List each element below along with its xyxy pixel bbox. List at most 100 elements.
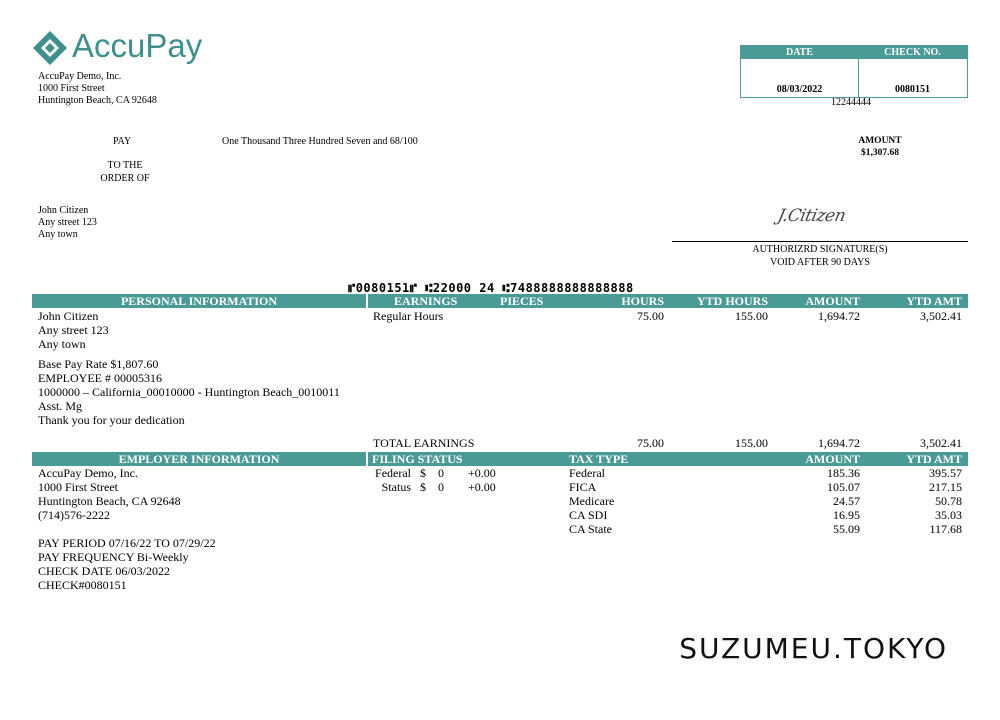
earnings-header: EARNINGS PIECES HOURS YTD HOURS AMOUNT Y… <box>368 294 968 308</box>
date-value: 08/03/2022 <box>776 84 823 95</box>
check-no-value: 0080151 <box>895 84 930 95</box>
filing-value: 0 <box>438 466 444 480</box>
employer-info-title: EMPLOYER INFORMATION <box>118 452 280 466</box>
tax-type: CA State <box>569 522 613 536</box>
earning-ytd-amt: 3,502.41 <box>920 309 962 323</box>
company-name: AccuPay Demo, Inc. <box>38 71 122 82</box>
amount-in-words: One Thousand Three Hundred Seven and 68/… <box>222 136 418 147</box>
personal-info: John Citizen Any street 123 Any town <box>38 309 109 351</box>
tax-ytd: 50.78 <box>935 494 962 508</box>
company-logo: AccuPay <box>30 27 230 68</box>
payee-town: Any town <box>38 229 78 240</box>
earnings-row: Regular Hours 75.00 155.00 1,694.72 3,50… <box>368 309 968 323</box>
employee-street: Any street 123 <box>38 323 109 337</box>
earning-amount: 1,694.72 <box>818 309 860 323</box>
signature-line <box>672 241 968 242</box>
tax-header: FILING STATUS TAX TYPE AMOUNT YTD AMT <box>368 452 968 466</box>
employer-street: 1000 First Street <box>38 480 118 494</box>
routing-ref: 12244444 <box>831 97 871 108</box>
tax-ytd: 395.57 <box>929 466 962 480</box>
tax-amount: 55.09 <box>833 522 860 536</box>
earning-ytd-hours: 155.00 <box>735 309 768 323</box>
tax-amount: 24.57 <box>833 494 860 508</box>
amount-col-header: AMOUNT <box>805 294 860 308</box>
pay-label: PAY <box>113 136 132 147</box>
filing-status-col-header: FILING STATUS <box>372 452 463 466</box>
filing-label: Federal <box>375 466 411 480</box>
pay-frequency: PAY FREQUENCY Bi-Weekly <box>38 550 189 564</box>
employee-name: John Citizen <box>38 309 99 323</box>
signature-script: J.Citizen <box>775 206 848 226</box>
check-date: CHECK DATE 06/03/2022 <box>38 564 170 578</box>
personal-info-title: PERSONAL INFORMATION <box>120 294 278 308</box>
company-city: Huntington Beach, CA 92648 <box>38 95 157 106</box>
payee-address: John Citizen Any street 123 Any town <box>38 205 97 241</box>
filing-row: Status $ 0 +0.00 <box>368 480 548 494</box>
total-hours: 75.00 <box>637 436 664 450</box>
tax-row: Federal 185.36 395.57 <box>368 466 968 480</box>
tax-type: FICA <box>569 480 597 494</box>
ytd-hours-col-header: YTD HOURS <box>696 294 768 308</box>
employee-title: Asst. Mg <box>38 399 83 413</box>
check-number: CHECK#0080151 <box>38 578 127 592</box>
employer-phone: (714)576-2222 <box>38 508 110 522</box>
watermark: SUZUMEU.TOKYO <box>679 632 948 665</box>
tax-type: Medicare <box>569 494 615 508</box>
tax-row: CA State 55.09 117.68 <box>368 522 968 536</box>
employer-info-header: EMPLOYER INFORMATION <box>32 452 366 466</box>
order-of-label: ORDER OF <box>100 173 150 184</box>
tax-ytd: 217.15 <box>929 480 962 494</box>
logo-diamond-icon <box>33 31 67 65</box>
ytd-amt-col-header: YTD AMT <box>906 294 962 308</box>
tax-amount: 185.36 <box>827 466 860 480</box>
total-earnings-label: TOTAL EARNINGS <box>373 436 475 450</box>
check-no-label: CHECK NO. <box>884 47 941 58</box>
filing-extra: +0.00 <box>468 480 496 494</box>
company-street: 1000 First Street <box>38 83 105 94</box>
hours-col-header: HOURS <box>621 294 664 308</box>
earning-hours: 75.00 <box>637 309 664 323</box>
authorized-signature-label: AUTHORIZRD SIGNATURE(S) <box>752 244 888 255</box>
earning-type: Regular Hours <box>373 309 444 323</box>
earnings-col-header: EARNINGS <box>394 294 458 308</box>
amount-value: $1,307.68 <box>861 148 899 158</box>
date-label: DATE <box>785 47 814 58</box>
payee-street: Any street 123 <box>38 217 97 228</box>
tax-ytd: 117.68 <box>929 522 962 536</box>
amount-label: AMOUNT <box>858 136 902 146</box>
pay-period: PAY PERIOD 07/16/22 TO 07/29/22 <box>38 536 216 550</box>
employee-number: EMPLOYEE # 00005316 <box>38 371 162 385</box>
logo-text: AccuPay <box>72 27 203 64</box>
filing-currency: $ <box>420 466 426 480</box>
employer-info: AccuPay Demo, Inc. 1000 First Street Hun… <box>38 466 181 522</box>
tax-ytd: 35.03 <box>935 508 962 522</box>
total-amount: 1,694.72 <box>818 436 860 450</box>
tax-type: Federal <box>569 466 605 480</box>
total-earnings-row: TOTAL EARNINGS 75.00 155.00 1,694.72 3,5… <box>368 436 968 450</box>
filing-label: Status <box>381 480 411 494</box>
employee-location: 1000000 – California_00010000 - Huntingt… <box>38 385 340 399</box>
filing-value: 0 <box>438 480 444 494</box>
employer-city: Huntington Beach, CA 92648 <box>38 494 181 508</box>
filing-extra: +0.00 <box>468 466 496 480</box>
tax-row: Medicare 24.57 50.78 <box>368 494 968 508</box>
total-ytd-hours: 155.00 <box>735 436 768 450</box>
payee-name: John Citizen <box>38 205 89 216</box>
filing-currency: $ <box>420 480 426 494</box>
filing-row: Federal $ 0 +0.00 <box>368 466 548 480</box>
base-pay-rate: Base Pay Rate $1,807.60 <box>38 357 159 371</box>
employer-name: AccuPay Demo, Inc. <box>38 466 138 480</box>
tax-row: FICA 105.07 217.15 <box>368 480 968 494</box>
tax-row: CA SDI 16.95 35.03 <box>368 508 968 522</box>
tax-amount-col-header: AMOUNT <box>805 452 860 466</box>
tax-ytd-col-header: YTD AMT <box>906 452 962 466</box>
tax-amount: 105.07 <box>827 480 860 494</box>
tax-type: CA SDI <box>569 508 608 522</box>
tax-type-col-header: TAX TYPE <box>569 452 629 466</box>
personal-details: Base Pay Rate $1,807.60 EMPLOYEE # 00005… <box>38 357 340 427</box>
pieces-col-header: PIECES <box>500 294 544 308</box>
employee-note: Thank you for your dedication <box>38 413 185 427</box>
to-the-label: TO THE <box>107 160 143 171</box>
pay-period-info: PAY PERIOD 07/16/22 TO 07/29/22 PAY FREQ… <box>38 536 216 592</box>
employee-town: Any town <box>38 337 86 351</box>
